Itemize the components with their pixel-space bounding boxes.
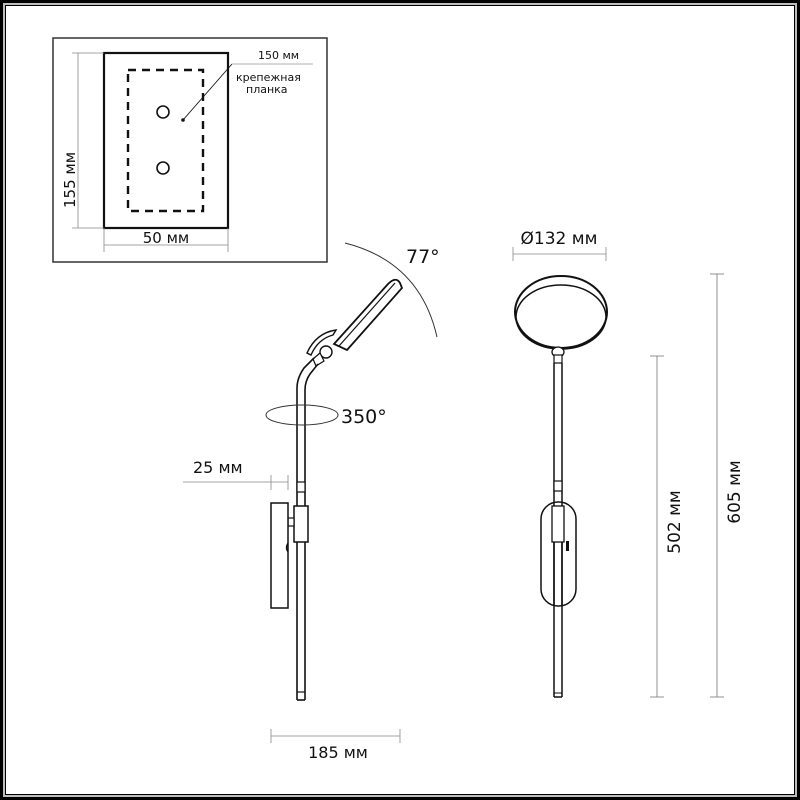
projection-label: 185 мм — [308, 743, 368, 762]
wall-plate-side — [270, 502, 289, 609]
lamp-head-side — [306, 278, 404, 367]
stem-side — [296, 357, 315, 700]
wall-plate-outline — [102, 51, 230, 230]
stem-height-label: 502 мм — [665, 490, 685, 554]
inset-panel: 150 мм крепежная планка 155 мм 50 мм — [52, 37, 328, 263]
side-view: 77° 350° 25 мм — [183, 242, 440, 762]
wall-offset-label: 25 мм — [193, 458, 243, 477]
mounting-plate-label: крепежная — [236, 71, 301, 84]
tilt-arc — [344, 242, 438, 338]
inset-width-label: 50 мм — [143, 229, 190, 247]
frame-gray-band — [3, 3, 797, 797]
inner-frame — [5, 5, 795, 795]
tilt-angle-label: 77° — [406, 246, 440, 268]
plate-length-label: 150 мм — [258, 49, 299, 62]
wall-plate-front — [540, 501, 577, 607]
rotation-angle-label: 350° — [341, 406, 387, 428]
clamp-block-side — [293, 505, 309, 543]
screw-hole-icon — [156, 105, 170, 119]
front-view: Ø132 мм 502 мм 605 мм — [512, 229, 745, 698]
mounting-bracket-dashed — [126, 68, 205, 213]
lamp-head-front — [514, 275, 608, 349]
head-diameter-label: Ø132 мм — [521, 229, 598, 249]
screw-hole-icon — [156, 161, 170, 175]
mounting-plate-label-2: планка — [246, 83, 288, 96]
rotation-ellipse — [265, 404, 339, 426]
total-height-label: 605 мм — [725, 460, 745, 524]
switch-icon — [566, 541, 569, 551]
inset-height-label: 155 мм — [61, 152, 79, 208]
